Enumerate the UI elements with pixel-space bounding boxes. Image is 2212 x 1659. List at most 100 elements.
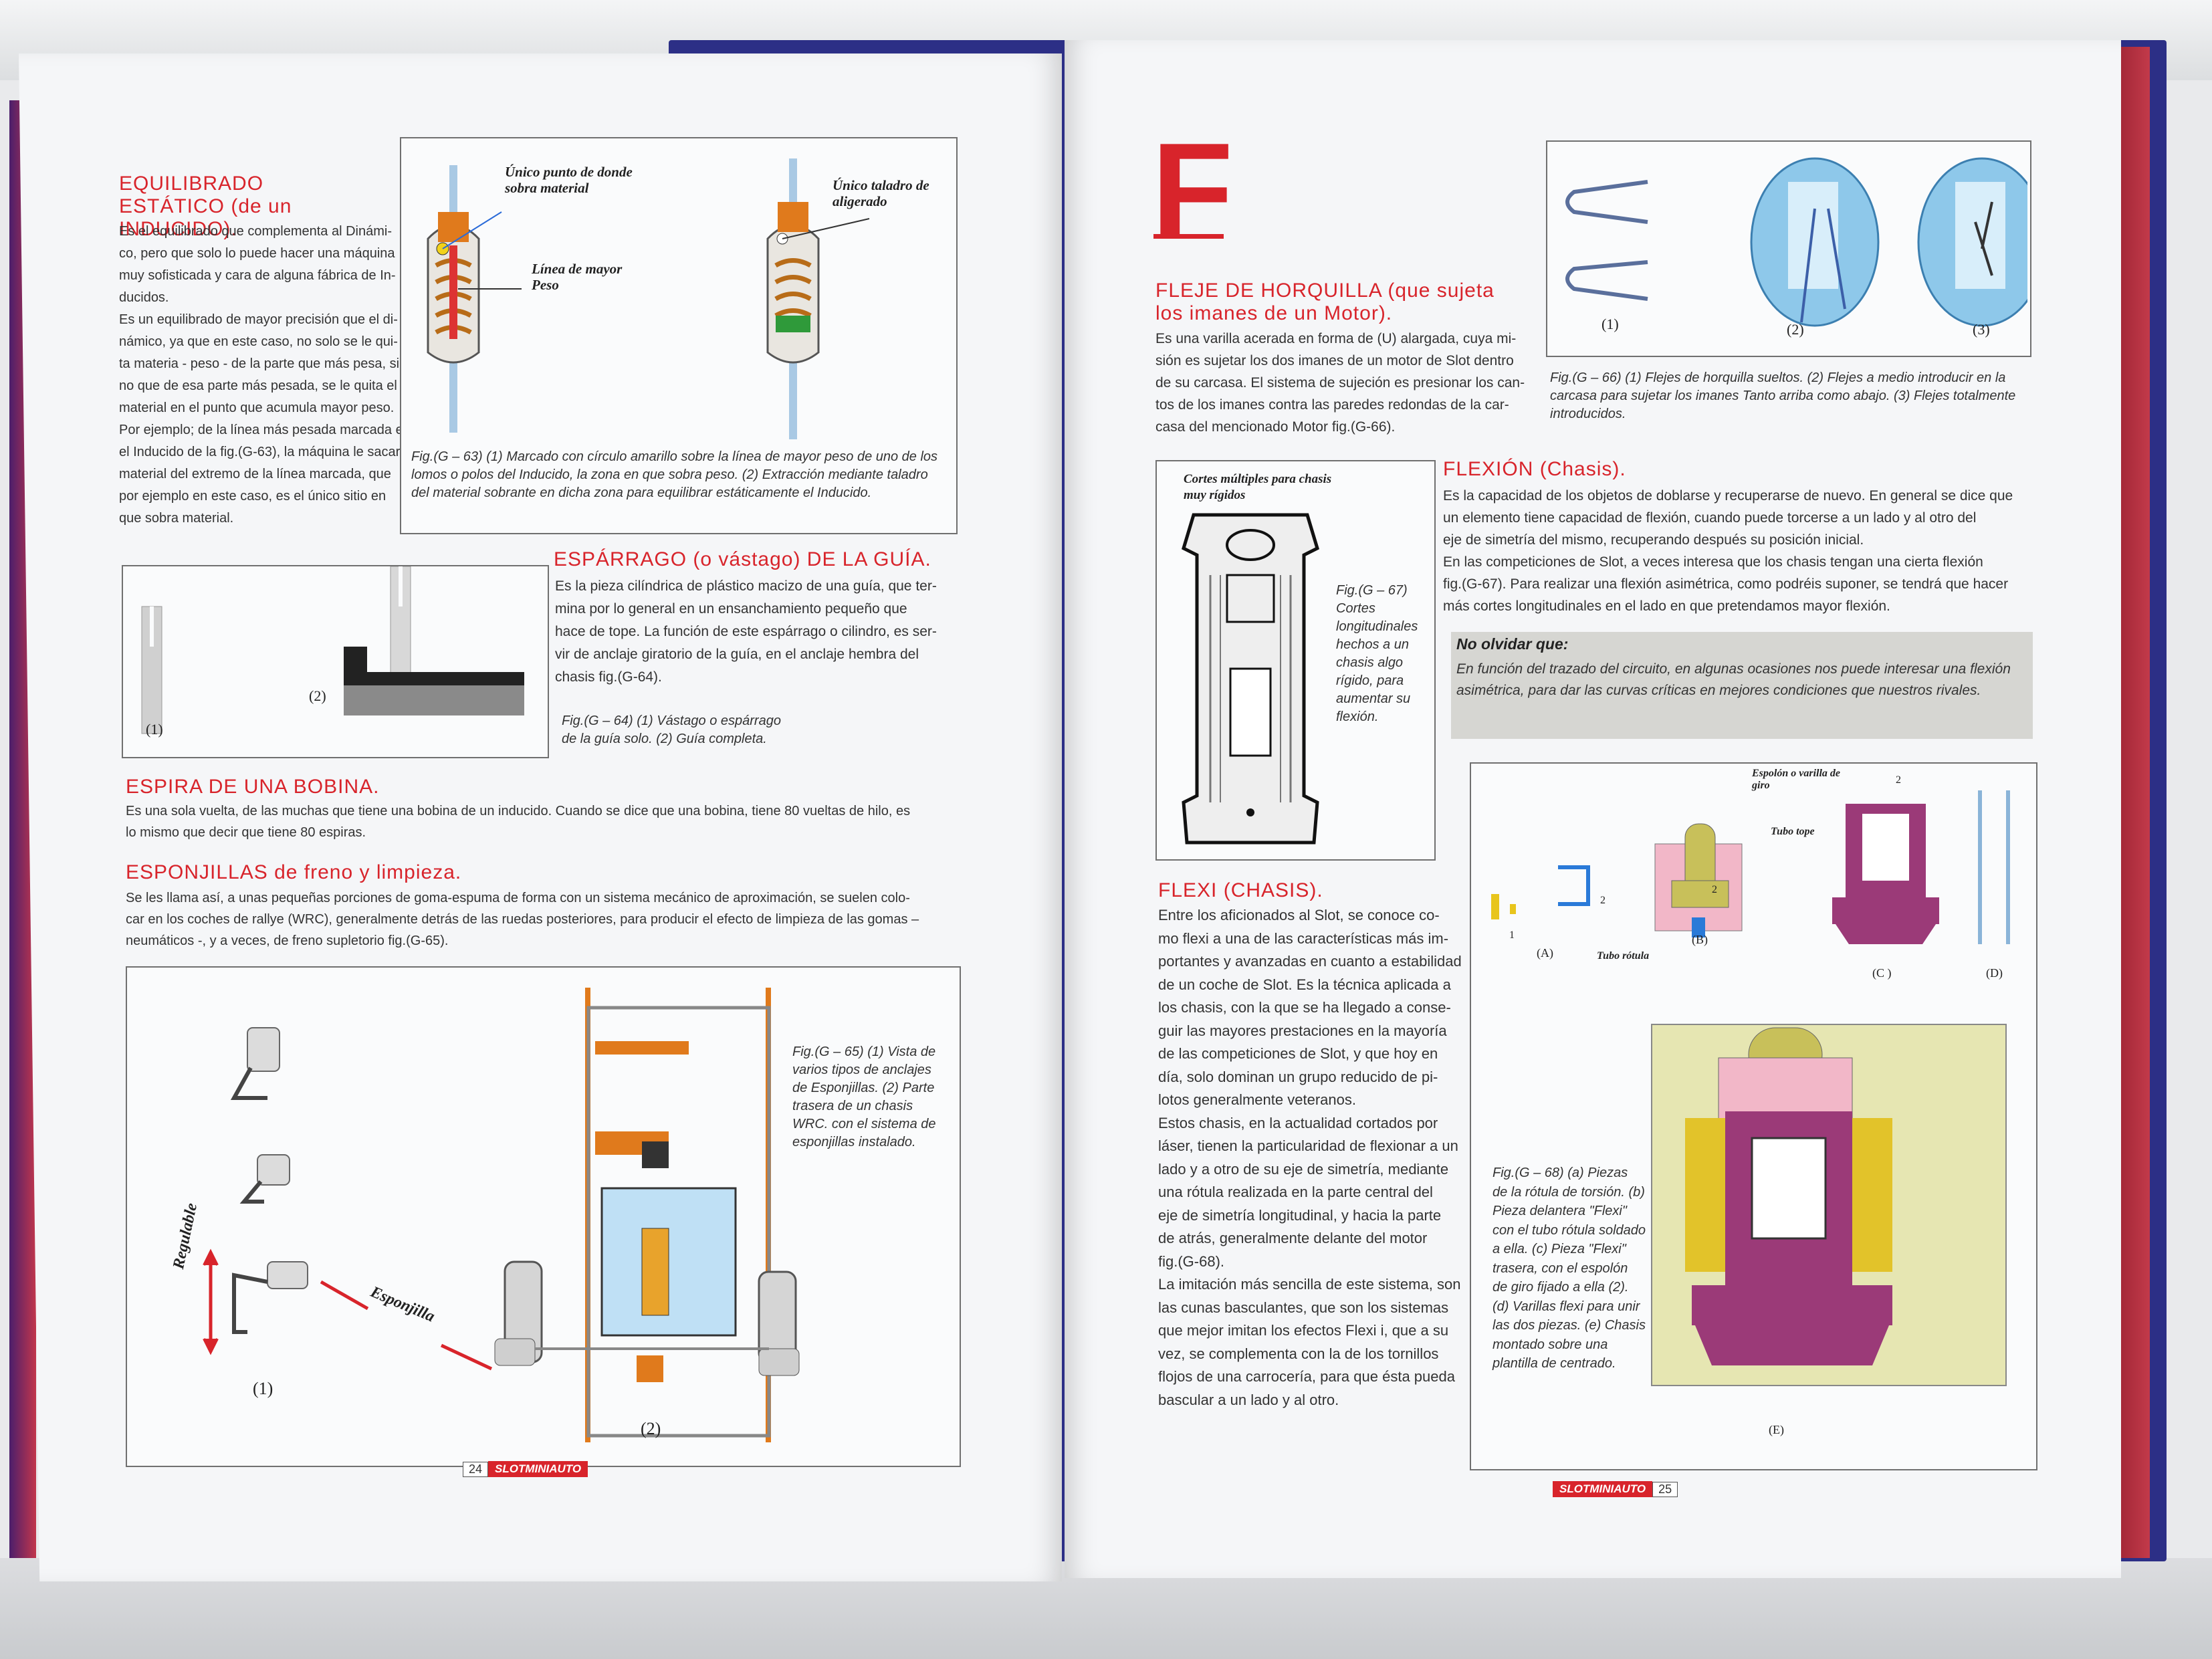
- text-line: más cortes longitudinales en el lado en …: [1443, 598, 1890, 614]
- espira-text: Es una sola vuelta, de las muchas que ti…: [126, 800, 968, 843]
- text-line: tos de los imanes contra las paredes red…: [1155, 397, 1509, 413]
- armature-illustration: [427, 158, 870, 439]
- text-line: flojos de una carrocería, para que ésta …: [1158, 1368, 1455, 1385]
- sponge-illustration: [203, 988, 800, 1442]
- text-line: Es la pieza cilíndrica de plástico maciz…: [555, 578, 937, 594]
- espira-title: ESPIRA DE UNA BOBINA.: [126, 776, 380, 798]
- fig67-label: Cortes múltiples para chasis muy rígidos: [1184, 472, 1332, 502]
- text-line: una rótula realizada en la parte central…: [1158, 1184, 1433, 1200]
- text-line: Estos chasis, en la actualidad cortados …: [1158, 1114, 1438, 1131]
- text-line: que sobra material.: [119, 511, 234, 526]
- text-line: de un coche de Slot. Es la técnica aplic…: [1158, 976, 1451, 993]
- text-line: Por ejemplo; de la línea más pesada marc…: [119, 423, 411, 437]
- text-line: Entre los aficionados al Slot, se conoce…: [1158, 907, 1440, 923]
- flexi-parts-illustration: [1491, 790, 2010, 1386]
- text-line: Es un equilibrado de mayor precisión que…: [119, 312, 398, 327]
- esparrago-title: ESPÁRRAGO (o vástago) DE LA GUÍA.: [554, 548, 931, 570]
- fig64-num-1: (1): [146, 721, 163, 738]
- text-line: Es una sola vuelta, de las muchas que ti…: [126, 804, 911, 818]
- text-line: námico, ya que en este caso, no solo se …: [119, 334, 398, 349]
- esponjillas-title: ESPONJILLAS de freno y limpieza.: [126, 861, 462, 883]
- fig66-num-2: (2): [1787, 321, 1804, 338]
- equilibrado-text: Es el equilibrado que complementa al Din…: [119, 221, 411, 530]
- fig65-num-2: (2): [641, 1419, 661, 1438]
- fig64-caption: Fig.(G – 64) (1) Vástago o espárrago de …: [562, 712, 829, 748]
- fig64-caption-line1: Fig.(G – 64) (1) Vástago o espárrago: [562, 713, 781, 728]
- text-line: mo flexi a una de las características má…: [1158, 929, 1449, 947]
- text-line: casa del mencionado Motor fig.(G-66).: [1155, 419, 1396, 435]
- text-line: lado y a otro de su eje de simetría, med…: [1158, 1160, 1449, 1178]
- text-line: de las competiciones de Slot, y que hoy …: [1158, 1045, 1438, 1062]
- flexion-text: Es la capacidad de los objetos de doblar…: [1443, 485, 2031, 617]
- fig68-label-E: (E): [1769, 1423, 1784, 1436]
- fig68-label-rotula: Tubo rótula: [1597, 950, 1650, 962]
- text-line: el Inducido de la fig.(G-63), la máquina…: [119, 445, 408, 459]
- text-line: La imitación más sencilla de este sistem…: [1158, 1276, 1461, 1293]
- text-line: eje de simetría del mismo, recuperando d…: [1443, 532, 1864, 548]
- fig64-caption-line2: de la guía solo. (2) Guía completa.: [562, 732, 767, 746]
- text-line: por ejemplo en este caso, es el único si…: [119, 489, 386, 504]
- equilibrado-title: EQUILIBRADO ESTÁTICO (de un INDUCIDO).: [119, 173, 292, 240]
- text-line: material en el punto que acumula mayor p…: [119, 401, 395, 415]
- text-line: de atrás, generalmente delante del motor: [1158, 1230, 1428, 1246]
- text-line: fig.(G-68).: [1158, 1252, 1225, 1270]
- text-line: Es el equilibrado que complementa al Din…: [119, 224, 392, 239]
- text-line: lo mismo que decir que tiene 80 espiras.: [126, 825, 366, 840]
- text-line: material del extremo de la línea marcada…: [119, 467, 391, 481]
- fig68-num-2-mid: 2: [1712, 884, 1717, 895]
- fig64-num-2: (2): [309, 687, 326, 704]
- fig66-caption: Fig.(G – 66) (1) Flejes de horquilla sue…: [1550, 370, 2016, 421]
- text-line: Es la capacidad de los objetos de doblar…: [1443, 488, 2013, 504]
- letter-underline: [1153, 234, 1224, 239]
- text-line: Se les llama así, a unas pequeñas porcio…: [126, 891, 910, 905]
- brand-logo-right: SLOTMINIAUTO: [1553, 1481, 1653, 1497]
- text-line: láser, tienen la particularidad de flexi…: [1158, 1137, 1458, 1154]
- text-line: muy sofisticada y cara de alguna fábrica…: [119, 268, 396, 283]
- text-line: ta materia - peso - de la parte que más …: [119, 356, 400, 371]
- text-line: portantes y avanzadas en cuanto a estabi…: [1158, 953, 1462, 970]
- flexi-title: FLEXI (CHASIS).: [1158, 879, 1323, 901]
- flexi-text: Entre los aficionados al Slot, se conoce…: [1158, 904, 1472, 1412]
- text-line: neumáticos -, y a veces, de freno suplet…: [126, 933, 449, 948]
- fleje-text: Es una varilla acerada en forma de (U) a…: [1155, 328, 1537, 438]
- page-number-right: 25: [1652, 1481, 1678, 1497]
- text-line: un elemento tiene capacidad de flexión, …: [1443, 510, 1977, 526]
- esparrago-text: Es la pieza cilíndrica de plástico maciz…: [555, 575, 966, 689]
- fig68-label-A: (A): [1537, 946, 1553, 960]
- text-line: eje de simetría longitudinal, y hacia la…: [1158, 1206, 1442, 1224]
- text-line: sión es sujetar los dos imanes de un mot…: [1155, 353, 1514, 368]
- text-line: fig.(G-67). Para realizar una flexión as…: [1443, 576, 2009, 592]
- brand-logo-left: SLOTMINIAUTO: [488, 1461, 588, 1477]
- text-line: día, solo dominan un grupo reducido de p…: [1158, 1068, 1438, 1085]
- note-text: En función del trazado del circuito, en …: [1456, 661, 2011, 698]
- text-line: En las competiciones de Slot, a veces in…: [1443, 554, 1983, 570]
- fig68-label-B: (B): [1692, 933, 1708, 946]
- fig63-caption: Fig.(G – 63) (1) Marcado con círculo ama…: [411, 449, 938, 500]
- chassis-illustration: [1182, 513, 1319, 845]
- fig68-num-2-left: 2: [1600, 895, 1606, 906]
- text-line: que mejor imitan los efectos Flexi i, qu…: [1158, 1322, 1449, 1339]
- clips-illustration: [1565, 157, 2027, 327]
- text-line: de su carcasa. El sistema de sujeción es…: [1155, 375, 1525, 391]
- fig65-caption: Fig.(G – 65) (1) Vista de varios tipos d…: [792, 1044, 936, 1149]
- fig67-caption: Fig.(G – 67) Cortes longitudinales hecho…: [1336, 583, 1418, 724]
- text-line: hace de tope. La función de este espárra…: [555, 624, 937, 639]
- page-number-left: 24: [463, 1461, 489, 1477]
- guide-illustration: [141, 566, 524, 734]
- text-line: vir de anclaje giratorio de la guía, en …: [555, 647, 919, 662]
- text-line: guir las mayores prestaciones en la mayo…: [1158, 1022, 1447, 1039]
- text-line: vez, se complementa con la de los tornil…: [1158, 1345, 1439, 1362]
- fig68-num-1: 1: [1509, 929, 1515, 941]
- figure-g63: [400, 137, 958, 534]
- right-footer: SLOTMINIAUTO 25: [1553, 1481, 1678, 1497]
- fig68-label-D: (D): [1986, 966, 2003, 980]
- figure-g64: [122, 565, 549, 758]
- fig63-label-point: Único punto de donde sobra material: [505, 164, 633, 196]
- fig68-num-2-top: 2: [1896, 774, 1901, 786]
- text-line: no que de esa parte más pesada, se le qu…: [119, 378, 397, 393]
- text-line: los chasis, con la que se ha llegado a c…: [1158, 999, 1451, 1016]
- text-line: co, pero que solo lo puede hacer una máq…: [119, 246, 395, 261]
- fleje-title: FLEJE DE HORQUILLA (que sujeta los imane…: [1155, 280, 1495, 324]
- text-line: chasis fig.(G-64).: [555, 669, 662, 685]
- fig66-num-3: (3): [1973, 321, 1990, 338]
